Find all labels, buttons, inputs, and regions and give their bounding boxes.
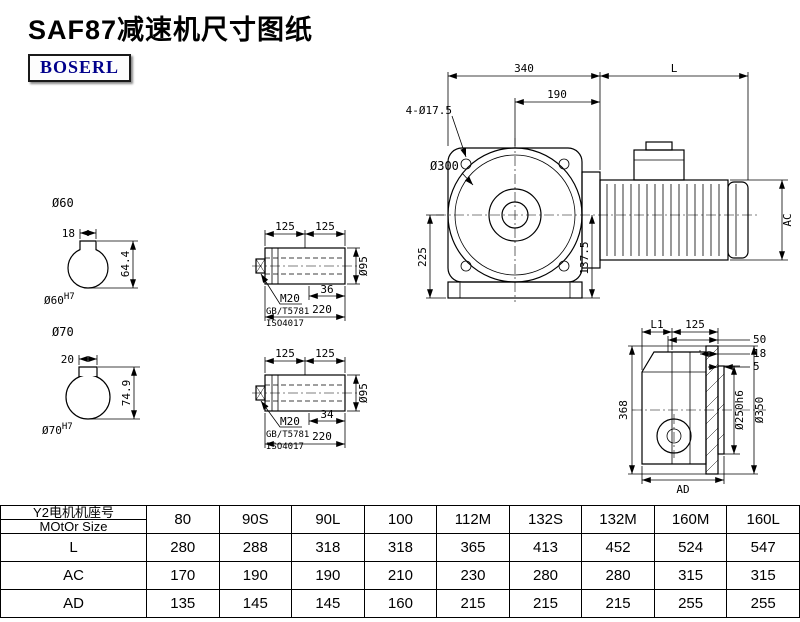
dim-row-label: L bbox=[0, 533, 147, 562]
dim-right-height: 137.5 bbox=[578, 241, 591, 274]
table-row: AC 170 190 190 210 230 280 280 315 315 bbox=[0, 561, 800, 590]
dim-value: 135 bbox=[146, 589, 220, 618]
dim-value: 255 bbox=[726, 589, 800, 618]
shaft-end-view-70: Ø70 20 74.9 Ø70H7 bbox=[42, 325, 140, 437]
size-col: 160L bbox=[726, 505, 800, 534]
dim-50: 50 bbox=[753, 333, 766, 346]
dim-value: 547 bbox=[726, 533, 800, 562]
shaft-end-view-60: Ø60 18 64.4 Ø60H7 bbox=[44, 196, 138, 307]
dim-end-len: 36 bbox=[320, 283, 333, 296]
dim-value: 210 bbox=[363, 561, 438, 590]
std-gb-label: GB/T5781 bbox=[266, 307, 309, 317]
dim-value: 365 bbox=[436, 533, 510, 562]
shaft-dia-label: Ø70 bbox=[52, 325, 74, 339]
dim-offset: 190 bbox=[547, 88, 567, 101]
size-col: 80 bbox=[146, 505, 220, 534]
dim-value: 315 bbox=[726, 561, 800, 590]
table-header-row: Y2电机机座号 MOtOr Size 80 90S 90L 100 112M 1… bbox=[0, 505, 800, 534]
size-col: 90S bbox=[218, 505, 293, 534]
dim-key-height: 74.9 bbox=[120, 380, 133, 407]
dim-value: 280 bbox=[508, 561, 583, 590]
bore-label: Ø70H7 bbox=[42, 422, 73, 437]
dim-key-width: 20 bbox=[61, 353, 74, 366]
dim-value: 145 bbox=[291, 589, 365, 618]
flange-dia-label: Ø300 bbox=[430, 159, 459, 173]
dim-value: 315 bbox=[653, 561, 728, 590]
shaft-dia-label: Ø60 bbox=[52, 196, 74, 210]
dim-value: 190 bbox=[291, 561, 365, 590]
dim-row-label: AC bbox=[0, 561, 147, 590]
std-iso-label: ISO4017 bbox=[266, 319, 304, 329]
dim-shaft-dia: Ø95 bbox=[357, 256, 370, 276]
page-title: SAF87减速机尺寸图纸 bbox=[28, 15, 314, 45]
std-iso-label: ISO4017 bbox=[266, 442, 304, 452]
dim-total-len: 220 bbox=[312, 430, 332, 443]
dim-value: 160 bbox=[363, 589, 438, 618]
dim-18: 18 bbox=[753, 347, 766, 360]
dim-value: 215 bbox=[581, 589, 655, 618]
dim-key-height: 64.4 bbox=[119, 250, 132, 277]
technical-drawing: Ø60 18 64.4 Ø60H7 Ø70 20 bbox=[42, 62, 794, 496]
shaft-detail-bottom: 125 125 Ø95 34 220 M20 GB/T5781 ISO4017 bbox=[252, 347, 370, 452]
dim-ad: AD bbox=[676, 483, 689, 496]
dim-value: 170 bbox=[146, 561, 220, 590]
dim-value: 524 bbox=[653, 533, 728, 562]
size-col: 132M bbox=[581, 505, 655, 534]
side-view: L1 125 50 18 5 368 Ø250h6 bbox=[617, 318, 766, 496]
flange-dia-label: Ø350 bbox=[753, 397, 766, 424]
dim-len-b: 125 bbox=[315, 220, 335, 233]
spigot-dia-label: Ø250h6 bbox=[733, 390, 746, 430]
motor-size-header: Y2电机机座号 MOtOr Size bbox=[0, 505, 147, 534]
dim-motor-height: AC bbox=[781, 213, 794, 226]
size-col: 160M bbox=[653, 505, 728, 534]
dim-value: 190 bbox=[218, 561, 293, 590]
boserl-logo: BOSERL bbox=[28, 54, 132, 82]
dim-value: 288 bbox=[218, 533, 293, 562]
table-header-en: MOtOr Size bbox=[39, 519, 108, 534]
size-col: 100 bbox=[363, 505, 438, 534]
dim-value: 215 bbox=[436, 589, 510, 618]
dim-width: 340 bbox=[514, 62, 534, 75]
size-col: 90L bbox=[291, 505, 365, 534]
dim-height: 368 bbox=[617, 400, 630, 420]
dim-shaft-dia: Ø95 bbox=[357, 383, 370, 403]
dim-value: 145 bbox=[218, 589, 293, 618]
dim-row-label: AD bbox=[0, 589, 147, 618]
front-view: 340 L 190 4-Ø17.5 Ø300 225 137.5 bbox=[406, 62, 794, 302]
std-gb-label: GB/T5781 bbox=[266, 430, 309, 440]
dim-len-a: 125 bbox=[275, 347, 295, 360]
dim-motor-length: L bbox=[671, 62, 678, 75]
bore-label: Ø60H7 bbox=[44, 292, 75, 307]
dim-value: 318 bbox=[291, 533, 365, 562]
dim-value: 413 bbox=[508, 533, 583, 562]
dim-value: 280 bbox=[581, 561, 655, 590]
dim-end-len: 34 bbox=[320, 408, 334, 421]
dim-total-len: 220 bbox=[312, 303, 332, 316]
dim-key-width: 18 bbox=[62, 227, 75, 240]
size-col: 112M bbox=[436, 505, 510, 534]
dim-value: 230 bbox=[436, 561, 510, 590]
dim-len-b: 125 bbox=[315, 347, 335, 360]
dim-center-height: 225 bbox=[416, 247, 429, 267]
size-col: 132S bbox=[508, 505, 583, 534]
dim-value: 318 bbox=[363, 533, 438, 562]
dim-125: 125 bbox=[685, 318, 705, 331]
holes-label: 4-Ø17.5 bbox=[406, 104, 452, 117]
dimension-table: Y2电机机座号 MOtOr Size 80 90S 90L 100 112M 1… bbox=[0, 505, 800, 618]
shaft-detail-top: 125 125 Ø95 36 220 M20 GB/T5781 ISO4017 bbox=[252, 220, 370, 329]
dim-value: 280 bbox=[146, 533, 220, 562]
thread-label: M20 bbox=[280, 292, 300, 305]
table-header-cn: Y2电机机座号 bbox=[1, 506, 146, 520]
dim-l1: L1 bbox=[650, 318, 663, 331]
thread-label: M20 bbox=[280, 415, 300, 428]
dim-value: 452 bbox=[581, 533, 655, 562]
dim-value: 255 bbox=[653, 589, 728, 618]
table-row: AD 135 145 145 160 215 215 215 255 255 bbox=[0, 589, 800, 618]
dim-len-a: 125 bbox=[275, 220, 295, 233]
dim-value: 215 bbox=[508, 589, 583, 618]
table-row: L 280 288 318 318 365 413 452 524 547 bbox=[0, 533, 800, 562]
